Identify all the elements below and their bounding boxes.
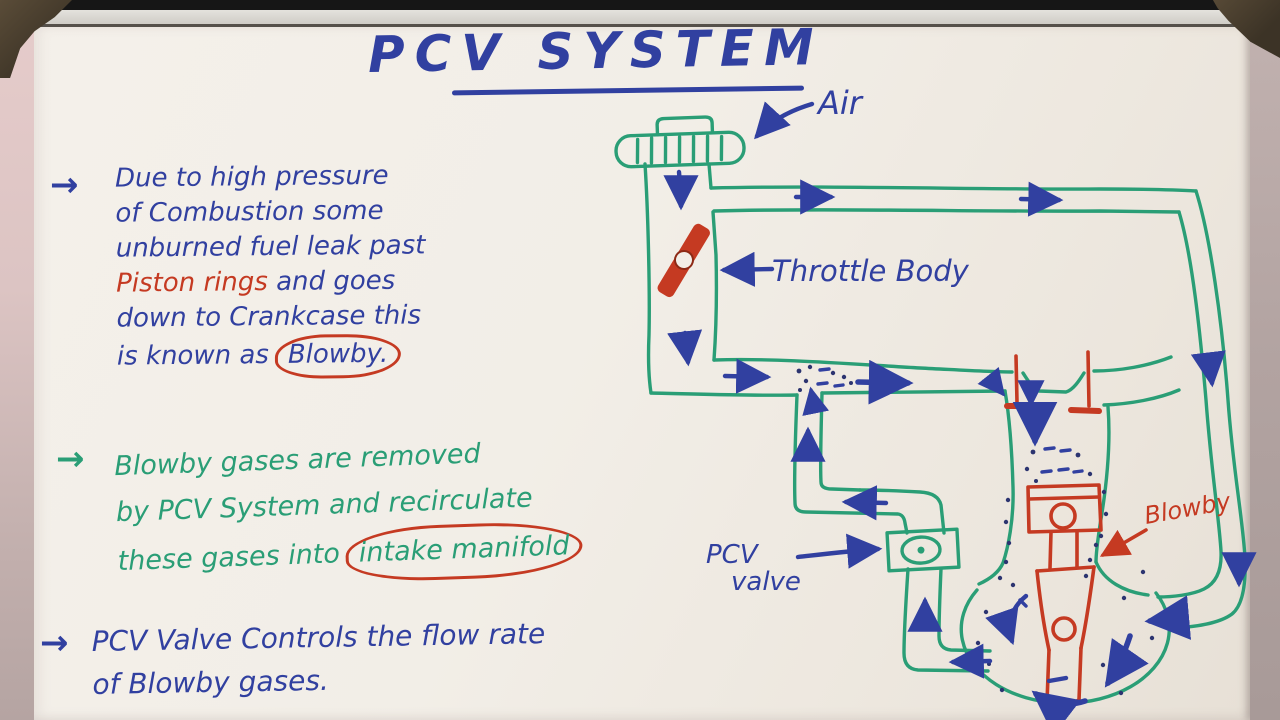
fresh-air-right-tube [1156,189,1247,630]
intake-manifold-tube [649,357,1014,397]
pcv-valve-label-line2: valve [731,567,801,597]
bullet-arrow-1: → [50,165,79,205]
throttle-body-label: Throttle Body [772,254,970,288]
throttle-body-tube [643,162,719,395]
air-filter [614,115,746,169]
cylinder [977,389,1150,597]
throttle-plate [657,223,710,298]
wall-left-edge [0,0,34,720]
blowby-pointer [1099,528,1148,557]
pcv-valve [885,527,961,573]
cylinder-head-ports [1021,355,1181,407]
bullet-arrow-2: → [56,439,85,479]
frame-top-rail [0,10,1280,27]
air-label: Air [816,84,864,122]
fresh-air-top-tube [709,185,1198,214]
flow-arrows [663,101,1257,720]
pcv-hose [792,391,946,535]
whiteboard-surface [30,24,1252,720]
crankcase-outlet-tube [902,567,992,673]
bullet-arrow-3: → [40,623,69,663]
piston [1026,483,1103,534]
pcv-valve-label-line1: PCV [706,540,760,570]
wall-right-edge [1250,0,1280,720]
frame-top [0,0,1280,10]
crankcase [959,588,1171,705]
poppet-valves [1004,350,1102,414]
